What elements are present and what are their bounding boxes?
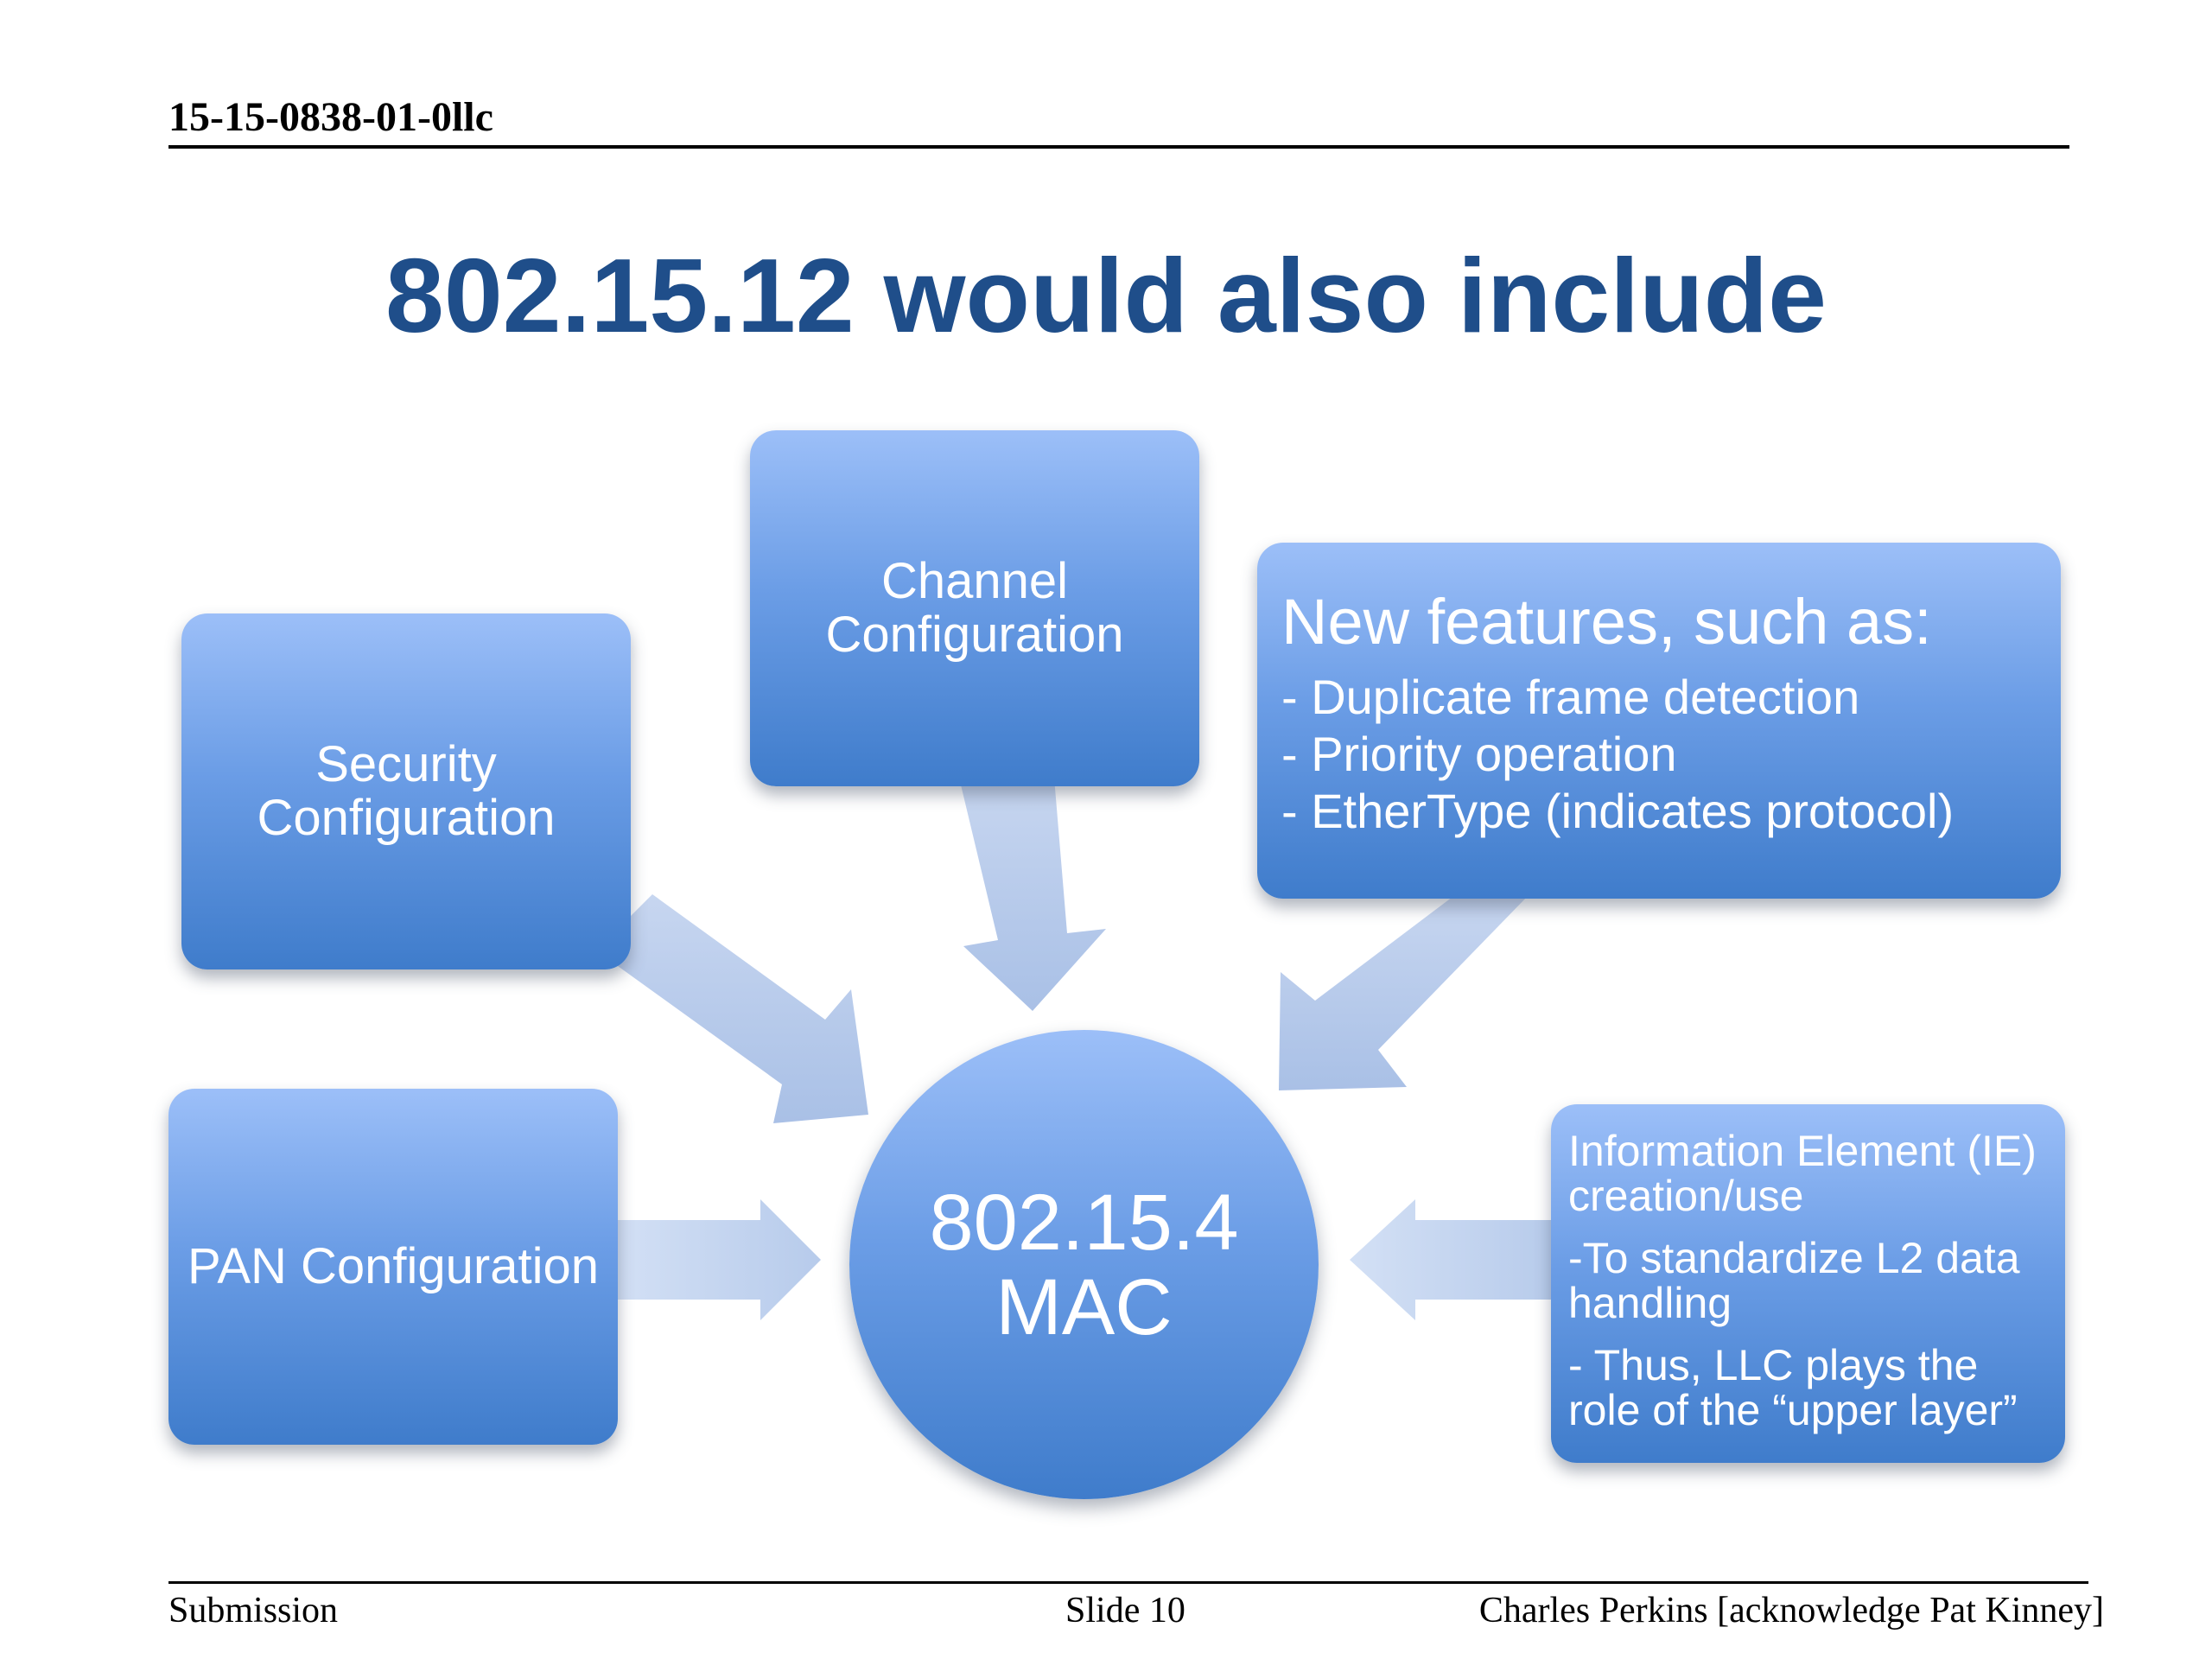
information-element-box: Information Element (IE) creation/use -T… bbox=[1551, 1104, 2065, 1463]
security-configuration-label: Security Configuration bbox=[257, 736, 556, 846]
feature-item: - EtherType (indicates protocol) bbox=[1281, 784, 1955, 838]
ie-text-line: -To standardize L2 data bbox=[1568, 1234, 2020, 1282]
header-rule bbox=[168, 145, 2069, 149]
channel-configuration-label: Channel Configuration bbox=[825, 553, 1124, 663]
mac-circle-line2: MAC bbox=[995, 1262, 1173, 1351]
footer-rule bbox=[168, 1581, 2088, 1584]
ie-text-line: creation/use bbox=[1568, 1172, 1804, 1220]
mac-circle: 802.15.4 MAC bbox=[849, 1030, 1319, 1499]
feature-item: - Duplicate frame detection bbox=[1281, 670, 1860, 724]
pan-configuration-label: PAN Configuration bbox=[187, 1238, 600, 1294]
new-features-heading: New features, such as: bbox=[1281, 586, 1932, 658]
footer-submission: Submission bbox=[168, 1591, 339, 1630]
footer-slide-number: Slide 10 bbox=[1065, 1591, 1185, 1630]
new-features-box: New features, such as: - Duplicate frame… bbox=[1257, 543, 2061, 899]
arrow-security-to-mac bbox=[596, 894, 868, 1123]
arrow-channel-to-mac bbox=[959, 778, 1106, 1011]
arrow-ie-to-mac bbox=[1350, 1199, 1555, 1320]
mac-circle-line1: 802.15.4 bbox=[929, 1178, 1239, 1267]
security-configuration-box: Security Configuration bbox=[181, 613, 631, 969]
ie-text-line: role of the “upper layer” bbox=[1568, 1386, 2018, 1434]
ie-text-line: Information Element (IE) bbox=[1568, 1127, 2037, 1175]
channel-configuration-box: Channel Configuration bbox=[750, 430, 1199, 786]
ie-text-line: handling bbox=[1568, 1279, 1732, 1327]
footer-author: Charles Perkins [acknowledge Pat Kinney] bbox=[1478, 1591, 2104, 1630]
pan-configuration-box: PAN Configuration bbox=[168, 1089, 618, 1445]
feature-item: - Priority operation bbox=[1281, 727, 1677, 781]
arrow-features-to-mac bbox=[1279, 894, 1529, 1090]
ie-text-line: - Thus, LLC plays the bbox=[1568, 1341, 1979, 1389]
document-id: 15-15-0838-01-0llc bbox=[168, 94, 493, 140]
arrow-pan-to-mac bbox=[613, 1199, 821, 1320]
slide-title: 802.15.12 would also include bbox=[385, 237, 1827, 354]
